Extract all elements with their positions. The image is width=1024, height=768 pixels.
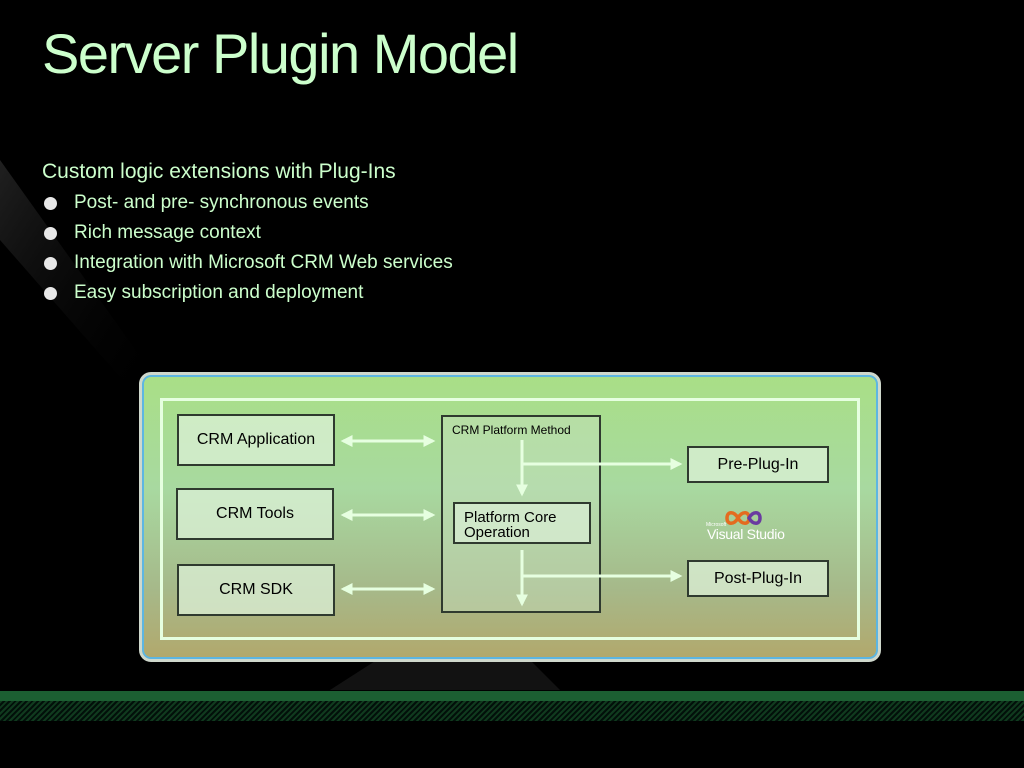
core-line-1: Platform Core <box>464 509 557 526</box>
bullet-item: Easy subscription and deployment <box>44 281 453 311</box>
post-plugin-box: Post-Plug-In <box>687 560 829 597</box>
bullet-list: Post- and pre- synchronous events Rich m… <box>44 191 453 311</box>
crm-platform-method-label: CRM Platform Method <box>452 423 571 437</box>
pre-plugin-label: Pre-Plug-In <box>717 455 799 473</box>
bullet-text: Rich message context <box>74 222 261 243</box>
post-plugin-label: Post-Plug-In <box>713 569 803 587</box>
bullet-item: Integration with Microsoft CRM Web servi… <box>44 251 453 281</box>
bullet-item: Post- and pre- synchronous events <box>44 191 453 221</box>
crm-sdk-box: CRM SDK <box>177 564 335 616</box>
platform-core-operation-box: Platform Core Operation <box>453 502 591 544</box>
bullet-dot-icon <box>44 197 57 210</box>
crm-tools-label: CRM Tools <box>216 505 294 522</box>
bullet-item: Rich message context <box>44 221 453 251</box>
crm-application-box: CRM Application <box>177 414 335 466</box>
bullet-text: Integration with Microsoft CRM Web servi… <box>74 252 453 273</box>
crm-sdk-label: CRM SDK <box>219 581 293 598</box>
visual-studio-infinity-icon <box>725 511 762 525</box>
crm-tools-box: CRM Tools <box>176 488 334 540</box>
footer-stripes <box>0 701 1024 721</box>
diagram-inner-frame <box>160 398 860 640</box>
bullet-text: Easy subscription and deployment <box>74 282 364 303</box>
pre-plugin-box: Pre-Plug-In <box>687 446 829 483</box>
slide-title: Server Plugin Model <box>42 22 519 85</box>
slide-subtitle: Custom logic extensions with Plug-Ins <box>42 160 396 183</box>
core-line-2: Operation <box>464 524 530 541</box>
bullet-dot-icon <box>44 227 57 240</box>
visual-studio-brand: Microsoft <box>706 522 727 528</box>
bullet-dot-icon <box>44 287 57 300</box>
visual-studio-text: Visual Studio <box>707 526 785 542</box>
bullet-dot-icon <box>44 257 57 270</box>
footer-bar <box>0 691 1024 701</box>
visual-studio-logo <box>704 508 796 544</box>
bullet-text: Post- and pre- synchronous events <box>74 192 369 213</box>
crm-application-label: CRM Application <box>196 431 316 448</box>
